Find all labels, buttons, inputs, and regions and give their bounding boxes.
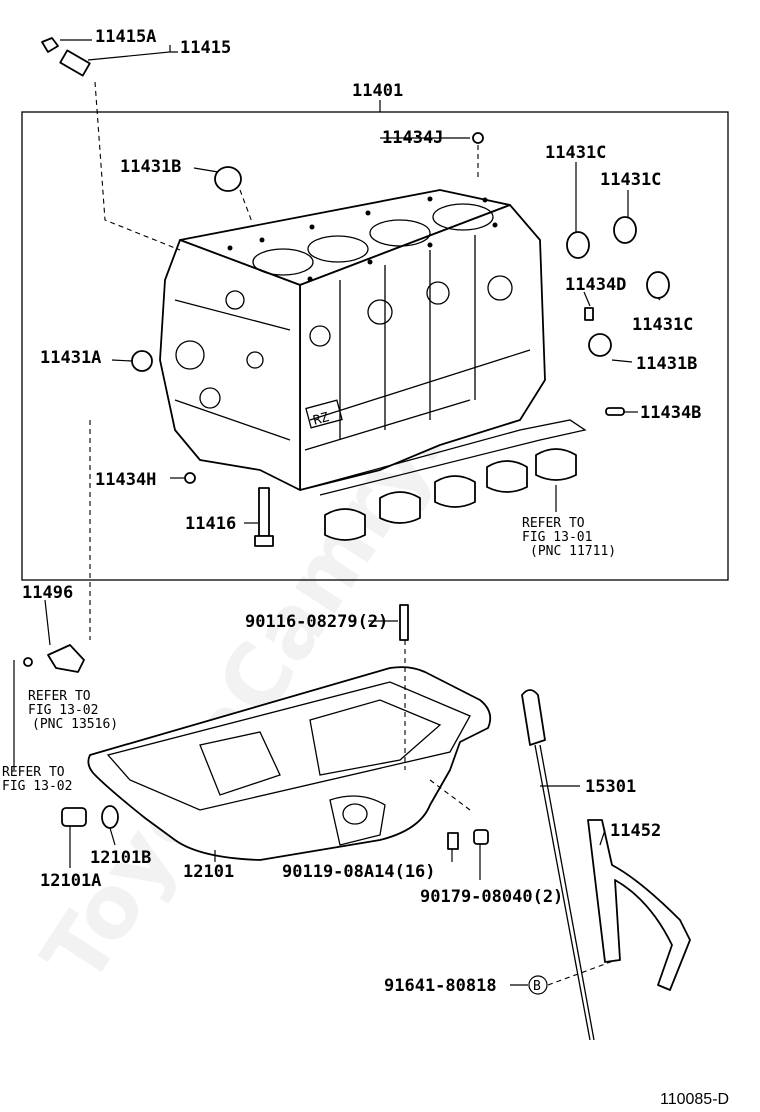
label-11434h: 11434H (95, 470, 156, 490)
plug-11431c-1 (566, 231, 590, 259)
label-11431a: 11431A (40, 348, 101, 368)
label-11434j: 11434J (382, 128, 443, 148)
label-11434d: 11434D (565, 275, 626, 295)
drain-plug-12101a (61, 807, 87, 827)
cylinder-block-drawing: RZ (159, 189, 587, 496)
pin-11434d (584, 307, 594, 321)
bracket-11496 (47, 644, 85, 673)
callout-b-circle (528, 975, 548, 995)
label-11431c-1: 11431C (545, 143, 606, 163)
refer-note-bearing-3: (PNC 11711) (530, 544, 616, 559)
plug-11431a (131, 350, 153, 372)
nut-90179 (473, 829, 489, 845)
stud-90116 (399, 604, 409, 641)
label-11434b: 11434B (640, 403, 701, 423)
dipstick-guide-drawing (587, 819, 691, 991)
label-90119: 90119-08A14(16) (282, 862, 436, 882)
refer-note-bearing-1: REFER TO (522, 516, 585, 531)
label-91641: 91641-80818 (384, 976, 497, 996)
label-11401: 11401 (352, 81, 403, 101)
bolt-11416 (254, 487, 274, 547)
refer-note-side-2: FIG 13-02 (2, 779, 72, 794)
label-11452: 11452 (610, 821, 661, 841)
label-11431c-3: 11431C (632, 315, 693, 335)
label-15301: 15301 (585, 777, 636, 797)
refer-note-bracket-2: FIG 13-02 (28, 703, 98, 718)
label-90116: 90116-08279(2) (245, 612, 388, 632)
label-11431b-right: 11431B (636, 354, 697, 374)
label-12101a: 12101A (40, 871, 101, 891)
oil-pan-drawing (87, 666, 492, 861)
label-12101: 12101 (183, 862, 234, 882)
label-11496: 11496 (22, 583, 73, 603)
refer-note-bearing-2: FIG 13-01 (522, 530, 592, 545)
plug-11431c-3 (646, 271, 670, 299)
plug-11434h (184, 472, 196, 484)
refer-note-bracket-1: REFER TO (28, 689, 91, 704)
label-11431c-2: 11431C (600, 170, 661, 190)
svg-text:RZ: RZ (312, 410, 331, 429)
figure-id: 110085-D (660, 1091, 729, 1108)
callout-b-letter: B (533, 979, 541, 994)
oil-dipstick-drawing (521, 689, 595, 1041)
bolt-90119 (447, 832, 459, 850)
label-11431b-top: 11431B (120, 157, 181, 177)
refer-note-bracket-3: (PNC 13516) (32, 717, 118, 732)
label-11416: 11416 (185, 514, 236, 534)
drain-plug-11415 (41, 37, 91, 77)
label-90179: 90179-08040(2) (420, 887, 563, 907)
label-12101b: 12101B (90, 848, 151, 868)
label-11415: 11415 (180, 38, 231, 58)
main-bearings (324, 448, 577, 541)
plug-11434j (472, 132, 484, 144)
refer-note-side-1: REFER TO (2, 765, 65, 780)
block-assembly-frame (21, 111, 729, 581)
plug-11431b-top (214, 166, 242, 192)
plug-11431c-2 (613, 216, 637, 244)
gasket-12101b (101, 805, 119, 829)
pin-11434b (605, 407, 625, 416)
plug-11431b-right (588, 333, 612, 357)
label-11415a: 11415A (95, 27, 156, 47)
